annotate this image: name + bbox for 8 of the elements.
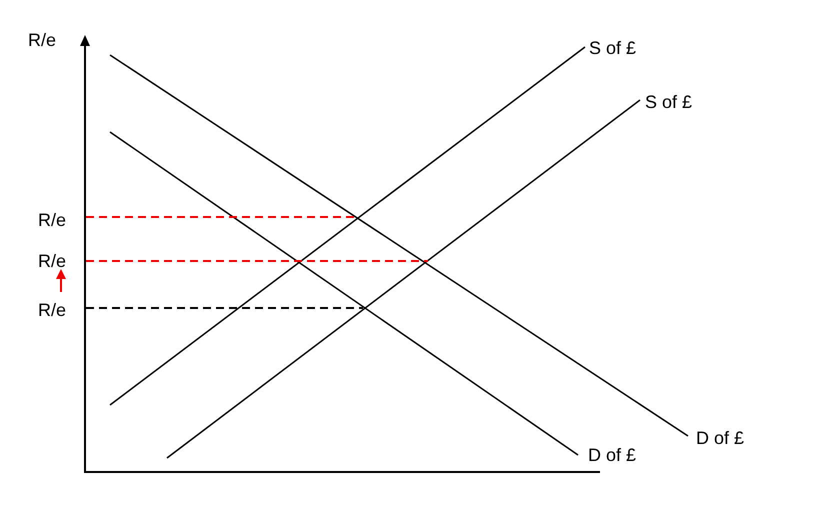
curve-label: S of £ [589, 38, 636, 58]
axis-value-label: R/e [38, 251, 66, 271]
curve-label: D of £ [696, 428, 744, 448]
curve-label: S of £ [645, 92, 692, 112]
axis-value-label: R/e [38, 210, 66, 230]
axis-value-label: R/e [38, 300, 66, 320]
axis-label: R/e [28, 30, 56, 50]
curve-label: D of £ [588, 445, 636, 465]
